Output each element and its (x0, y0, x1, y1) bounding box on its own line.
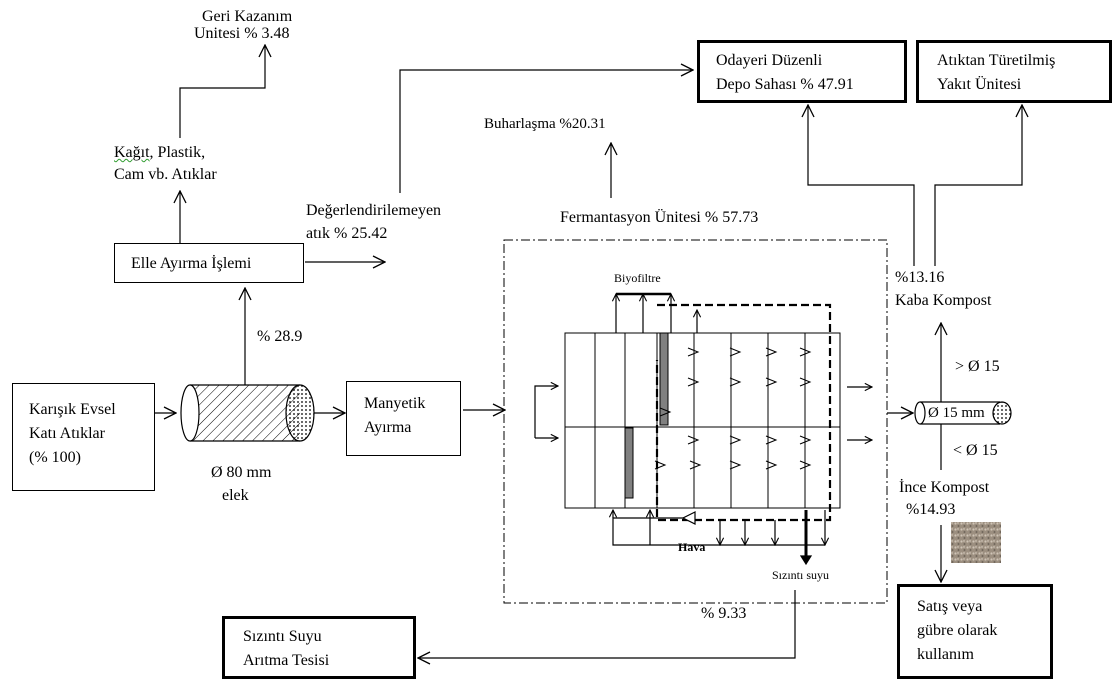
recyclables-line1: Kağıt, Plastik, (114, 143, 205, 163)
arrow-leachate-to-treatment (418, 590, 795, 658)
air-manifold (613, 510, 825, 564)
rdf-unit-box: Atıktan Türetilmiş Yakıt Ünitesi (916, 40, 1112, 103)
leachate-plant-line2: Arıtma Tesisi (243, 651, 329, 671)
leachate-label: Sızıntı suyu (772, 568, 829, 582)
biofilter-manifold (616, 294, 697, 333)
mixed-waste-line1: Karışık Evsel (29, 400, 116, 420)
screen-cylinder (181, 385, 314, 441)
gt15-label: > Ø 15 (955, 357, 1000, 377)
non-recoverable-line1: Değerlendirilemeyen (306, 201, 441, 221)
hand-sort-percent: % 28.9 (257, 327, 302, 347)
fine-compost-label: İnce Kompost (899, 478, 989, 498)
rdf-line2: Yakıt Ünitesi (937, 75, 1021, 95)
leachate-treatment-box: Sızıntı Suyu Arıtma Tesisi (222, 616, 416, 679)
flow-chevrons (655, 348, 810, 469)
landfill-line1: Odayeri Düzenli (716, 51, 822, 71)
magnetic-separation-box: Manyetik Ayırma (346, 381, 461, 456)
trommel-size-label: Ø 15 mm (928, 403, 985, 423)
mixed-waste-box: Karışık Evsel Katı Atıklar (% 100) (12, 383, 155, 491)
dashed-loop (657, 305, 830, 520)
coarse-compost-label: Kaba Kompost (895, 291, 991, 311)
air-label: Hava (678, 540, 705, 554)
mixed-waste-line2: Katı Atıklar (29, 424, 105, 444)
screen-size-label: Ø 80 mm (211, 463, 271, 483)
hand-sorting-box: Elle Ayırma İşlemi (114, 243, 304, 283)
rdf-line1: Atıktan Türetilmiş (937, 51, 1055, 71)
hand-sorting-label: Elle Ayırma İşlemi (131, 254, 251, 274)
mixed-waste-line3: (% 100) (29, 448, 81, 468)
magnetic-line2: Ayırma (364, 418, 411, 438)
fine-compost-swatch (951, 522, 1001, 563)
leachate-percent: % 9.33 (701, 604, 746, 624)
recovery-line2: Unitesi % 3.48 (194, 24, 290, 44)
coarse-percent: %13.16 (895, 268, 944, 288)
landfill-line2: Depo Sahası % 47.91 (716, 75, 854, 95)
magnetic-line1: Manyetik (364, 394, 425, 414)
lt15-label: < Ø 15 (953, 441, 998, 461)
recyclables-rest: , Plastik, (150, 144, 206, 161)
evaporation-label: Buharlaşma %20.31 (484, 114, 606, 134)
sale-line1: Satış veya (917, 597, 982, 617)
fermentation-label: Fermantasyon Ünitesi % 57.73 (560, 208, 758, 228)
sale-line3: kullanım (917, 645, 974, 665)
sale-line2: gübre olarak (917, 621, 997, 641)
arrow-recyclables-to-recovery (180, 45, 265, 138)
leachate-plant-line1: Sızıntı Suyu (243, 627, 322, 647)
fine-percent: %14.93 (906, 500, 955, 520)
recyclables-underlined-word: Kağıt (114, 144, 150, 161)
biofilter-label: Biyofiltre (614, 271, 661, 285)
screen-label: elek (222, 486, 249, 506)
sale-box: Satış veya gübre olarak kullanım (897, 584, 1053, 679)
recyclables-line2: Cam vb. Atıklar (114, 165, 217, 185)
non-recoverable-line2: atık % 25.42 (306, 224, 387, 244)
fermentation-tunnels (565, 333, 840, 508)
landfill-box: Odayeri Düzenli Depo Sahası % 47.91 (697, 40, 907, 103)
